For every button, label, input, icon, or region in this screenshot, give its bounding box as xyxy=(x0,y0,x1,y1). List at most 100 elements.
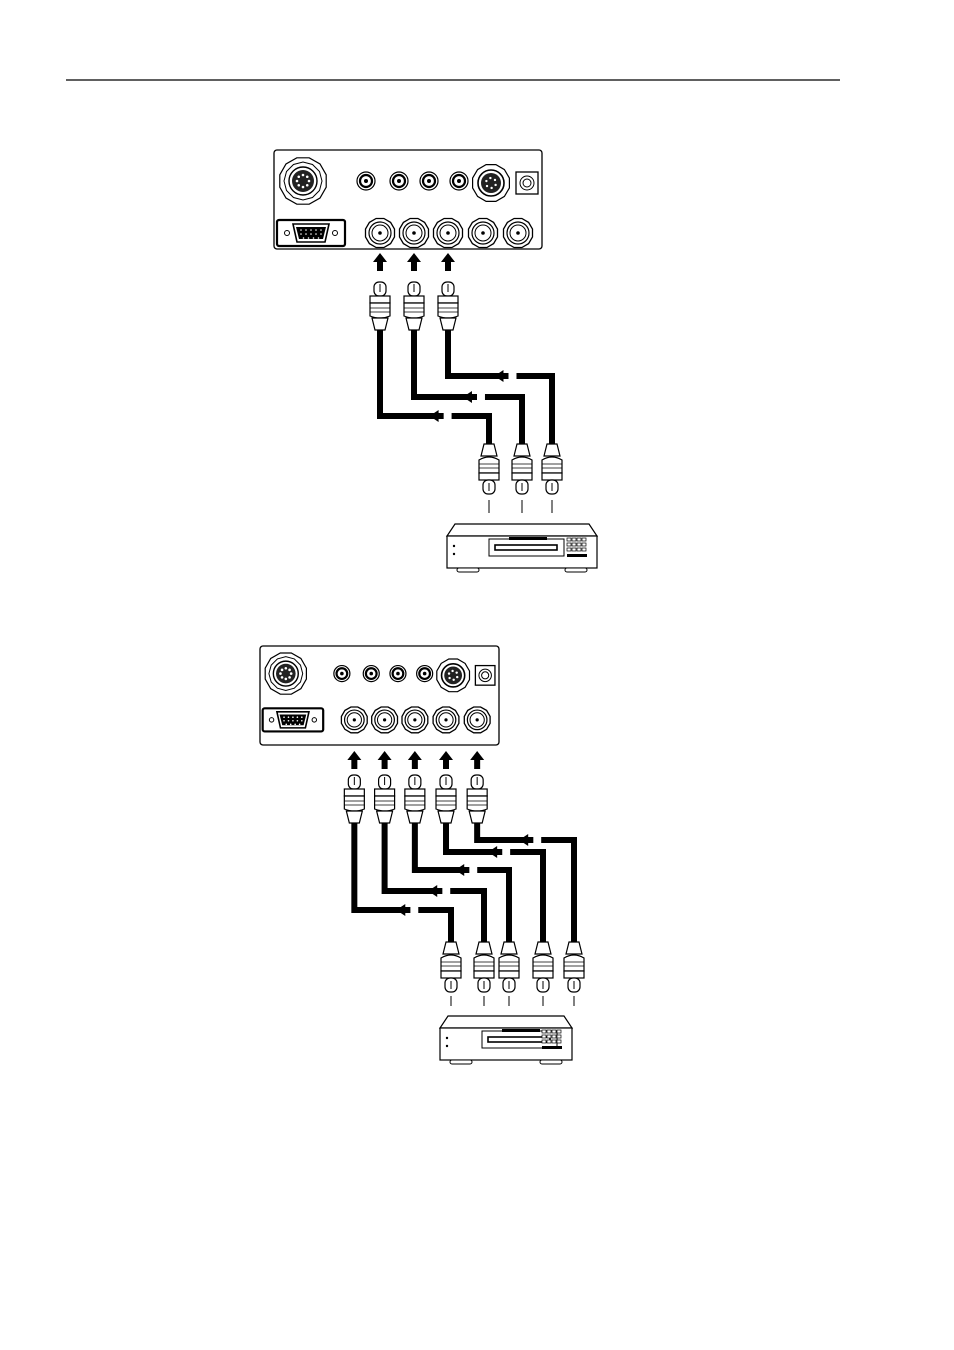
control-button xyxy=(577,538,581,541)
rca-jack xyxy=(357,172,375,190)
left-arrow xyxy=(488,846,497,858)
bnc-input-connector xyxy=(372,707,398,733)
cable-gap xyxy=(508,371,516,381)
control-button xyxy=(557,1030,561,1033)
cable-gap xyxy=(469,865,477,875)
bnc-plug xyxy=(438,282,458,330)
rca-jack xyxy=(390,172,408,190)
up-arrow xyxy=(439,751,453,769)
cable-gap xyxy=(444,411,452,421)
bnc-plug xyxy=(512,444,532,494)
bnc-input-connector xyxy=(366,219,395,248)
arrow-shaft xyxy=(438,413,444,419)
control-button xyxy=(572,548,576,551)
source-player-device xyxy=(447,524,597,572)
control-button xyxy=(572,538,576,541)
left-arrow xyxy=(455,864,464,876)
cable-gap xyxy=(533,835,541,845)
cable-gap xyxy=(502,847,510,857)
cable-line xyxy=(380,330,489,444)
rca-jack xyxy=(420,172,438,190)
bnc-plug xyxy=(436,775,456,823)
bnc-plug xyxy=(441,942,461,992)
control-button xyxy=(542,1030,546,1033)
control-button xyxy=(552,1035,556,1038)
device-led xyxy=(453,545,455,547)
bnc-plug xyxy=(542,444,562,494)
device-foot xyxy=(540,1060,562,1064)
left-arrow xyxy=(494,370,503,382)
cable-gap xyxy=(477,392,485,402)
control-button xyxy=(557,1035,561,1038)
control-button xyxy=(567,543,571,546)
control-button xyxy=(552,1040,556,1043)
left-arrow xyxy=(519,834,528,846)
cable-line xyxy=(414,330,522,444)
bnc-plug xyxy=(533,942,553,992)
bnc-plug xyxy=(405,775,425,823)
cable-gap xyxy=(442,886,450,896)
control-button xyxy=(567,548,571,551)
display-bar xyxy=(509,537,547,540)
up-arrow xyxy=(347,751,361,769)
rca-jack xyxy=(390,666,406,682)
control-button xyxy=(547,1040,551,1043)
diagram-five-cable xyxy=(260,646,584,1064)
cable-bundle xyxy=(380,330,552,444)
bnc-plug xyxy=(467,775,487,823)
cable-line xyxy=(448,330,552,444)
control-button xyxy=(552,1030,556,1033)
arrow-shaft xyxy=(471,394,477,400)
display-bar xyxy=(502,1029,540,1032)
bnc-input-connector xyxy=(433,707,459,733)
arrow-shaft xyxy=(463,867,469,873)
dc-power-jack xyxy=(516,172,538,194)
s-video-connector xyxy=(473,165,510,202)
control-button xyxy=(542,1035,546,1038)
rca-jack xyxy=(417,666,433,682)
control-button xyxy=(542,1040,546,1043)
bnc-plug xyxy=(479,444,499,494)
control-button xyxy=(582,543,586,546)
arrow-shaft xyxy=(496,849,502,855)
dc-power-jack xyxy=(475,666,495,686)
rca-jack xyxy=(363,666,379,682)
s-video-connector xyxy=(437,659,470,692)
control-button xyxy=(582,548,586,551)
control-button xyxy=(547,1035,551,1038)
left-arrow xyxy=(428,885,437,897)
bnc-plug xyxy=(370,282,390,330)
left-arrow xyxy=(463,391,472,403)
arrow-shaft xyxy=(436,888,442,894)
bnc-plug xyxy=(375,775,395,823)
device-led xyxy=(446,1037,448,1039)
bnc-plug xyxy=(404,282,424,330)
cable-line xyxy=(385,822,484,942)
control-button xyxy=(572,543,576,546)
up-arrow xyxy=(470,751,484,769)
control-button xyxy=(567,538,571,541)
projector-input-panel xyxy=(260,646,499,745)
device-led xyxy=(453,553,455,555)
round-multipin-connector xyxy=(280,158,326,204)
up-arrow xyxy=(408,751,422,769)
vga-dsub-connector xyxy=(277,220,345,246)
control-strip xyxy=(567,554,587,557)
panel-side-plugs xyxy=(344,751,487,823)
bnc-input-connector xyxy=(341,707,367,733)
disc-slot xyxy=(488,1037,550,1042)
bnc-plug xyxy=(344,775,364,823)
bnc-input-connector xyxy=(400,219,429,248)
cable-line xyxy=(354,822,451,942)
left-arrow xyxy=(430,410,439,422)
up-arrow xyxy=(441,253,455,271)
control-button xyxy=(557,1040,561,1043)
projector-input-panel xyxy=(274,150,542,249)
up-arrow xyxy=(407,253,421,271)
up-arrow xyxy=(378,751,392,769)
bnc-input-connector xyxy=(469,219,498,248)
control-button xyxy=(577,548,581,551)
control-button xyxy=(547,1030,551,1033)
device-foot xyxy=(450,1060,472,1064)
round-multipin-connector xyxy=(265,653,306,694)
